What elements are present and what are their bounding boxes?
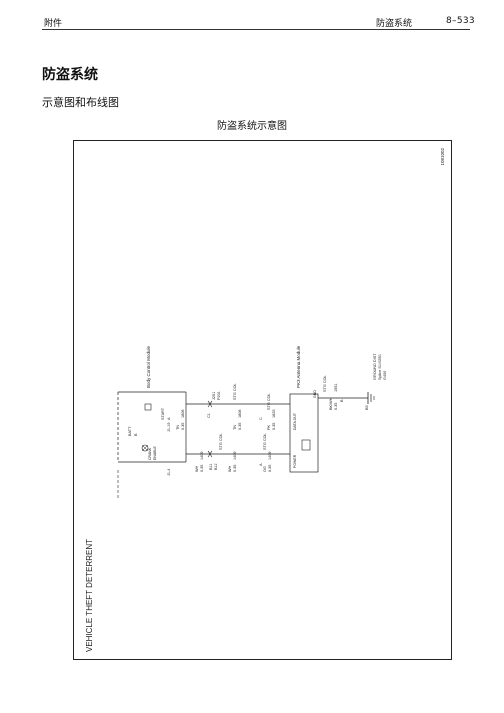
wire4-color: WH: [228, 465, 232, 472]
wire5-color: PK: [267, 424, 271, 430]
page-header: 附件 防盗系统 8–533: [0, 0, 504, 40]
wire3-size: 0.35: [238, 423, 242, 430]
pk3-internal-block-icon: [301, 439, 311, 451]
pk3-module-box: [289, 393, 319, 473]
start-pin: A: [167, 417, 171, 420]
pk3-data-out: DATA OUT: [293, 412, 297, 430]
section-subtitle: 示意图和布线图: [42, 96, 119, 109]
wire5-size: 0.35: [272, 423, 276, 430]
wire1-size: 0.35: [181, 423, 185, 430]
start-label: START: [161, 407, 165, 420]
header-rule: [42, 29, 470, 30]
wire4-size: 0.35: [233, 465, 237, 472]
wire3-circuit: 1808: [238, 410, 242, 418]
side-title: VEHICLE THEFT DETERRENT: [85, 539, 94, 652]
strg-col-label-4: STG COL: [263, 433, 267, 450]
pk3-pin-c: C: [259, 417, 263, 420]
wire6-circuit: 1409: [268, 452, 272, 460]
pk3-power: POWER: [293, 454, 297, 468]
ground-splice: Splice S1/S551: [378, 354, 382, 380]
batt-label: BATT: [128, 426, 132, 436]
enable-label: ENABLE: [153, 446, 157, 460]
wire2-circuit: 1409: [200, 452, 204, 460]
strg-col-label-5: STG COL: [323, 375, 327, 392]
wire3-color: TN: [233, 425, 237, 430]
wire6-color: OG: [263, 466, 267, 472]
header-chapter: 附件: [44, 19, 63, 29]
page-number: 8–533: [446, 16, 475, 26]
diagram-frame: [73, 140, 452, 660]
conn-p201-label: P201: [217, 391, 221, 400]
wire1-circuit: 1808: [181, 410, 185, 418]
bcm-label: Body Control Module: [146, 345, 151, 388]
bcm-internal-lamp-icon: [141, 444, 149, 452]
bcm-pin-j1-19: J1-19: [167, 423, 171, 433]
figure-caption: 防盗系统示意图: [217, 121, 287, 132]
wire6-size: 0.35: [268, 465, 272, 472]
crank-label: CRANK: [148, 447, 152, 460]
strg-col-label-2: STG COL: [233, 383, 237, 400]
batt-pin: B: [134, 433, 138, 436]
conn-b11p-label: B11': [214, 463, 218, 470]
ground-pin: B5: [365, 405, 369, 410]
conn-c1-label: C1: [207, 413, 211, 418]
wire1-color: TN: [176, 425, 180, 430]
wire7-color: BK/WH: [329, 397, 333, 410]
wire2-size: 0.35: [200, 465, 204, 472]
bcm-box: [117, 391, 187, 463]
pk3-pin-a: A: [259, 463, 263, 466]
wire7-circuit: 1551: [334, 384, 338, 392]
strg-col-label-1: STG COL: [219, 433, 223, 450]
ground-name: GROUND DIST: [373, 353, 377, 380]
connector-c1: [207, 400, 213, 408]
ground-g400: G400: [383, 371, 387, 380]
pk3-pin-b: B: [340, 399, 344, 402]
connector-b11: [207, 450, 213, 458]
conn-b11-label: B11: [209, 464, 213, 470]
wire2-color: WH: [195, 465, 199, 472]
pk3-label: PK3 Antenna Module: [296, 345, 301, 388]
wire5-circuit: 1825: [272, 410, 276, 418]
pk3-gnd: GND: [313, 390, 317, 398]
wire7-size: 0.35: [334, 403, 338, 410]
figure-id: 1081002: [440, 148, 445, 166]
wire4-circuit: 1409: [233, 452, 237, 460]
ground-icon: [367, 392, 375, 404]
bcm-pin-j1-4: J1-4: [167, 469, 171, 476]
header-section: 防盗系统: [376, 19, 413, 29]
bcm-internal-switch-icon: [144, 403, 152, 411]
page-title: 防盗系统: [42, 67, 98, 83]
strg-col-label-3: STG COL: [267, 393, 271, 410]
conn-j201-label: J201: [212, 392, 216, 400]
